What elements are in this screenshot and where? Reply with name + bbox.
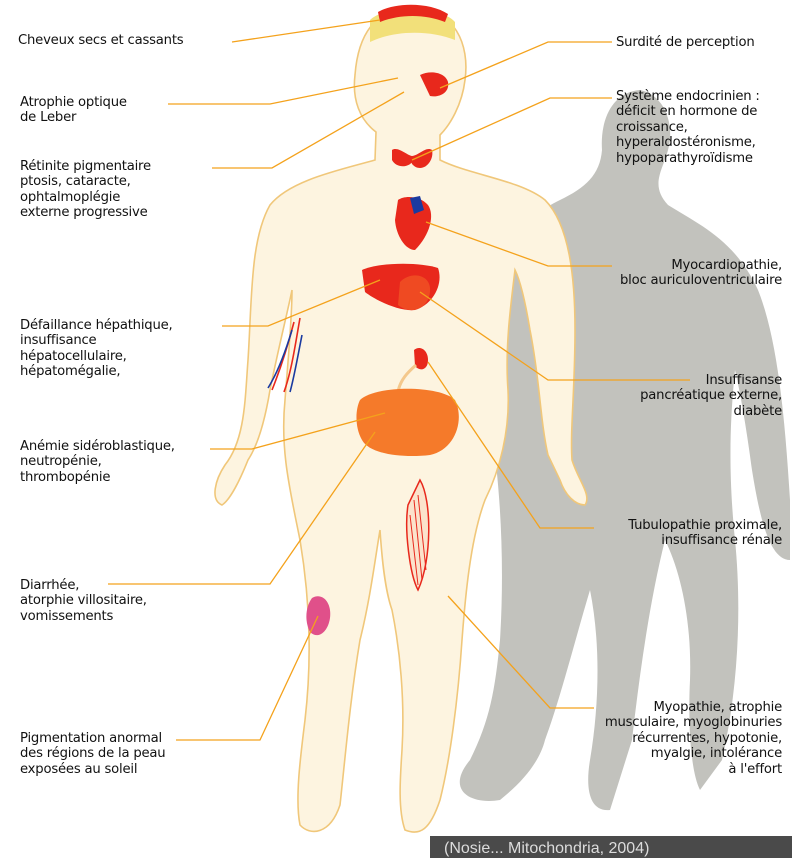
line-pigmentation <box>176 616 318 740</box>
label-diarrhee: Diarrhée, atorphie villositaire, vomisse… <box>20 578 147 624</box>
label-pancreas: Insuffisanse pancréatique externe, diabè… <box>640 373 782 419</box>
label-myopathie: Myopathie, atrophie musculaire, myoglobi… <box>605 700 782 777</box>
label-tubulopathie: Tubulopathie proximale, insuffisance rén… <box>628 518 782 549</box>
label-retinite: Rétinite pigmentaire ptosis, cataracte, … <box>20 159 151 221</box>
intestines-organ <box>356 389 458 456</box>
label-cheveux: Cheveux secs et cassants <box>18 33 183 48</box>
label-defaillance: Défaillance hépathique, insuffisance hép… <box>20 318 173 380</box>
label-endocrinien: Système endocrinien : déficit en hormone… <box>616 89 760 166</box>
label-pigmentation: Pigmentation anormal des régions de la p… <box>20 731 165 777</box>
label-surdite: Surdité de perception <box>616 35 755 50</box>
label-atrophie-optique: Atrophie optique de Leber <box>20 95 127 126</box>
line-cheveux <box>232 20 380 42</box>
label-myocardiopathie: Myocardiopathie, bloc auriculoventricula… <box>620 258 782 289</box>
citation-bar: (Nosie... Mitochondria, 2004) <box>430 836 792 858</box>
label-anemie: Anémie sidéroblastique, neutropénie, thr… <box>20 439 175 485</box>
